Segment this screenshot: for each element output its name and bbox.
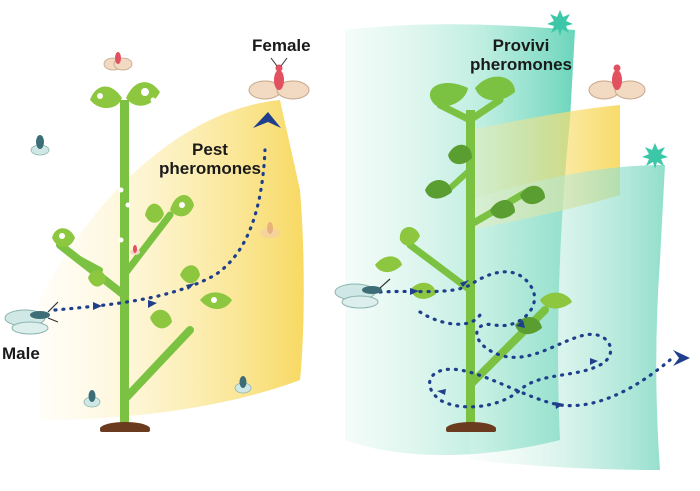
label-pest-line1: Pest bbox=[192, 140, 228, 159]
burst-icon bbox=[547, 10, 573, 36]
label-pest-line2: pheromones bbox=[158, 159, 262, 178]
male-flight-path-left bbox=[53, 112, 281, 312]
arrow-head-icon bbox=[253, 112, 281, 128]
male-moth-icon-right bbox=[334, 278, 391, 309]
arrow-head-icon-right bbox=[673, 350, 690, 366]
tiny-moth-icon bbox=[130, 245, 140, 255]
male-moth-icon bbox=[4, 301, 59, 335]
female-moth-icon-right bbox=[588, 64, 646, 100]
label-male: Male bbox=[2, 344, 40, 363]
label-provivi-line2: pheromones bbox=[469, 55, 573, 74]
burst-icon-2 bbox=[642, 143, 668, 169]
pest-plume bbox=[40, 100, 304, 420]
female-moth-icon bbox=[248, 57, 310, 100]
left-plant bbox=[52, 82, 232, 432]
label-provivi-line1: Provivi bbox=[492, 36, 550, 55]
label-female: Female bbox=[252, 36, 311, 55]
fly-icon-2 bbox=[83, 390, 101, 408]
label-pest-pheromones: Pest pheromones bbox=[155, 140, 265, 178]
label-provivi-pheromones: Provivi pheromones bbox=[466, 36, 576, 74]
fly-icon-3 bbox=[234, 376, 252, 394]
small-moth-icon bbox=[103, 52, 133, 71]
right-plant bbox=[375, 76, 572, 432]
male-flight-path-right bbox=[378, 270, 690, 409]
faint-moth-icon bbox=[260, 222, 280, 238]
fly-icon bbox=[30, 135, 50, 156]
